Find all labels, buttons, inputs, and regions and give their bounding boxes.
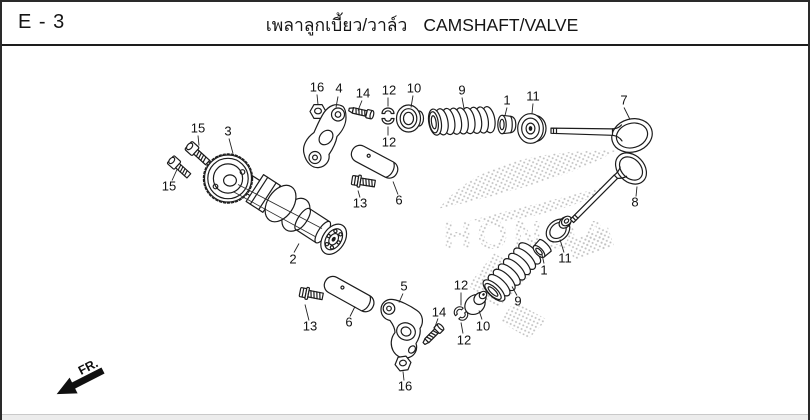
part-callout: 4 — [335, 81, 342, 96]
sprocket-bolt-drawing — [166, 155, 192, 179]
sprocket-bolt-drawing — [184, 141, 211, 166]
adjusting-screw-drawing — [422, 323, 445, 346]
camshaft-drawing — [240, 173, 348, 255]
valve-stem-seal-drawing — [532, 238, 552, 259]
title-bar: E - 3 เพลาลูกเบี้ยว/วาล์ว CAMSHAFT/VALVE — [2, 2, 808, 46]
page-code: E - 3 — [18, 11, 66, 33]
part-callout: 14 — [356, 86, 370, 101]
part-callout: 14 — [432, 305, 446, 320]
part-callout: 1 — [540, 263, 547, 278]
valve-stem-seal-drawing — [497, 114, 517, 135]
part-callout: 5 — [400, 279, 407, 294]
part-callout: 16 — [398, 379, 412, 394]
part-callout: 6 — [395, 193, 402, 208]
part-callout: 13 — [303, 319, 317, 334]
part-callout: 9 — [514, 294, 521, 309]
part-callout: 3 — [224, 124, 231, 139]
rocker-arm-in-drawing — [302, 104, 347, 169]
valve-cotter-drawing — [381, 107, 395, 125]
part-callout: 10 — [476, 319, 490, 334]
part-callout: 12 — [382, 135, 396, 150]
callout-leader-lines — [171, 94, 638, 381]
part-callout: 9 — [458, 83, 465, 98]
part-callout: 7 — [620, 93, 627, 108]
page-title-english: CAMSHAFT/VALVE — [423, 15, 579, 35]
part-callout: 13 — [353, 196, 367, 211]
part-callout: 12 — [454, 278, 468, 293]
cam-sprocket-drawing — [202, 153, 254, 204]
part-callout: 2 — [289, 252, 296, 267]
part-callout: 15 — [162, 179, 176, 194]
page-title: เพลาลูกเบี้ยว/วาล์ว CAMSHAFT/VALVE — [266, 11, 579, 39]
part-callout: 15 — [191, 121, 205, 136]
intake-valve-drawing — [550, 118, 653, 153]
valve-spring-seat-drawing — [545, 215, 573, 243]
valve-spring-drawing — [427, 106, 496, 136]
rocker-shaft-drawing — [350, 144, 399, 179]
part-callout: 6 — [345, 315, 352, 330]
part-callout: 11 — [526, 89, 540, 104]
exhaust-valve-drawing — [569, 152, 648, 224]
part-callout: 1 — [503, 93, 510, 108]
valve-spring-drawing — [482, 242, 542, 302]
part-callout: 10 — [407, 81, 421, 96]
part-callout: 8 — [631, 195, 638, 210]
valve-spring-seat-drawing — [517, 113, 547, 144]
spring-retainer-drawing — [464, 290, 488, 316]
part-callout: 11 — [558, 251, 572, 266]
parts-diagram: HONDA — [56, 80, 653, 395]
assembly-axis-lines — [232, 184, 323, 237]
page-title-thai: เพลาลูกเบี้ยว/วาล์ว — [265, 15, 408, 35]
rocker-arm-ex-drawing — [380, 298, 423, 359]
fr-arrow: FR. — [56, 356, 105, 395]
part-callout: 12 — [457, 333, 471, 348]
shaft-bolt-drawing — [350, 174, 376, 188]
valve-adjusting-nut-drawing — [394, 355, 412, 372]
rocker-shaft-drawing — [323, 275, 375, 313]
spring-retainer-drawing — [395, 104, 425, 133]
adjusting-screw-drawing — [348, 107, 375, 120]
page-bottom-edge — [2, 414, 808, 420]
part-callout: 12 — [382, 83, 396, 98]
part-callout: 16 — [310, 80, 324, 95]
shaft-bolt-drawing — [298, 286, 324, 301]
